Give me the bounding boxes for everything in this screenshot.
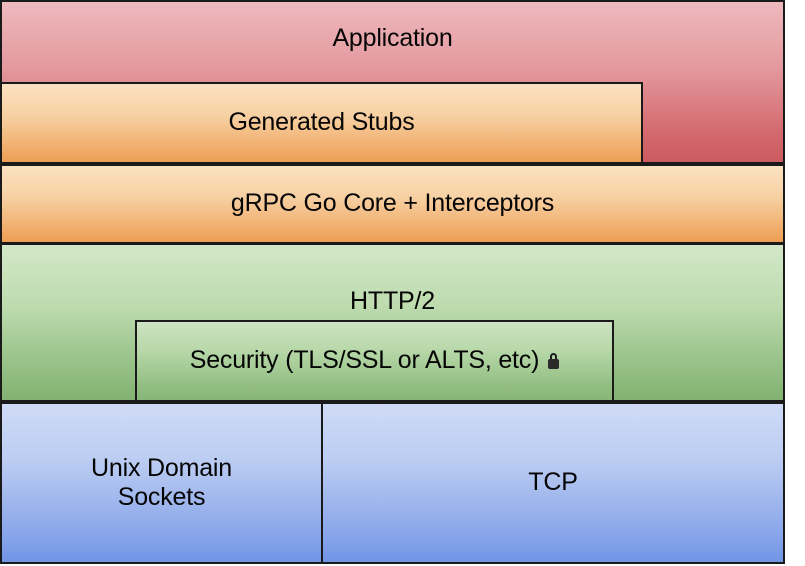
layer-unix-domain-sockets: Unix Domain Sockets bbox=[0, 402, 323, 564]
lock-shackle bbox=[550, 353, 558, 360]
layer-tcp-label: TCP bbox=[528, 468, 578, 497]
layer-http2-label: HTTP/2 bbox=[350, 287, 435, 315]
lock-body bbox=[548, 359, 560, 369]
layer-grpc-core-label: gRPC Go Core + Interceptors bbox=[230, 189, 555, 218]
layer-unix-domain-sockets-label: Unix Domain Sockets bbox=[91, 453, 232, 512]
layer-stack: Application Generated Stubs gRPC Go Core… bbox=[0, 0, 785, 564]
layer-generated-stubs-label: Generated Stubs bbox=[228, 108, 415, 137]
layer-tcp: TCP bbox=[321, 402, 785, 564]
layer-grpc-core: gRPC Go Core + Interceptors bbox=[0, 164, 785, 244]
lock-icon bbox=[548, 353, 560, 369]
security-content: Security (TLS/SSL or ALTS, etc) bbox=[189, 346, 560, 376]
layer-application-label: Application bbox=[332, 24, 453, 52]
layer-generated-stubs: Generated Stubs bbox=[0, 82, 643, 164]
layer-security-label: Security (TLS/SSL or ALTS, etc) bbox=[189, 346, 540, 375]
layer-security: Security (TLS/SSL or ALTS, etc) bbox=[135, 320, 614, 402]
